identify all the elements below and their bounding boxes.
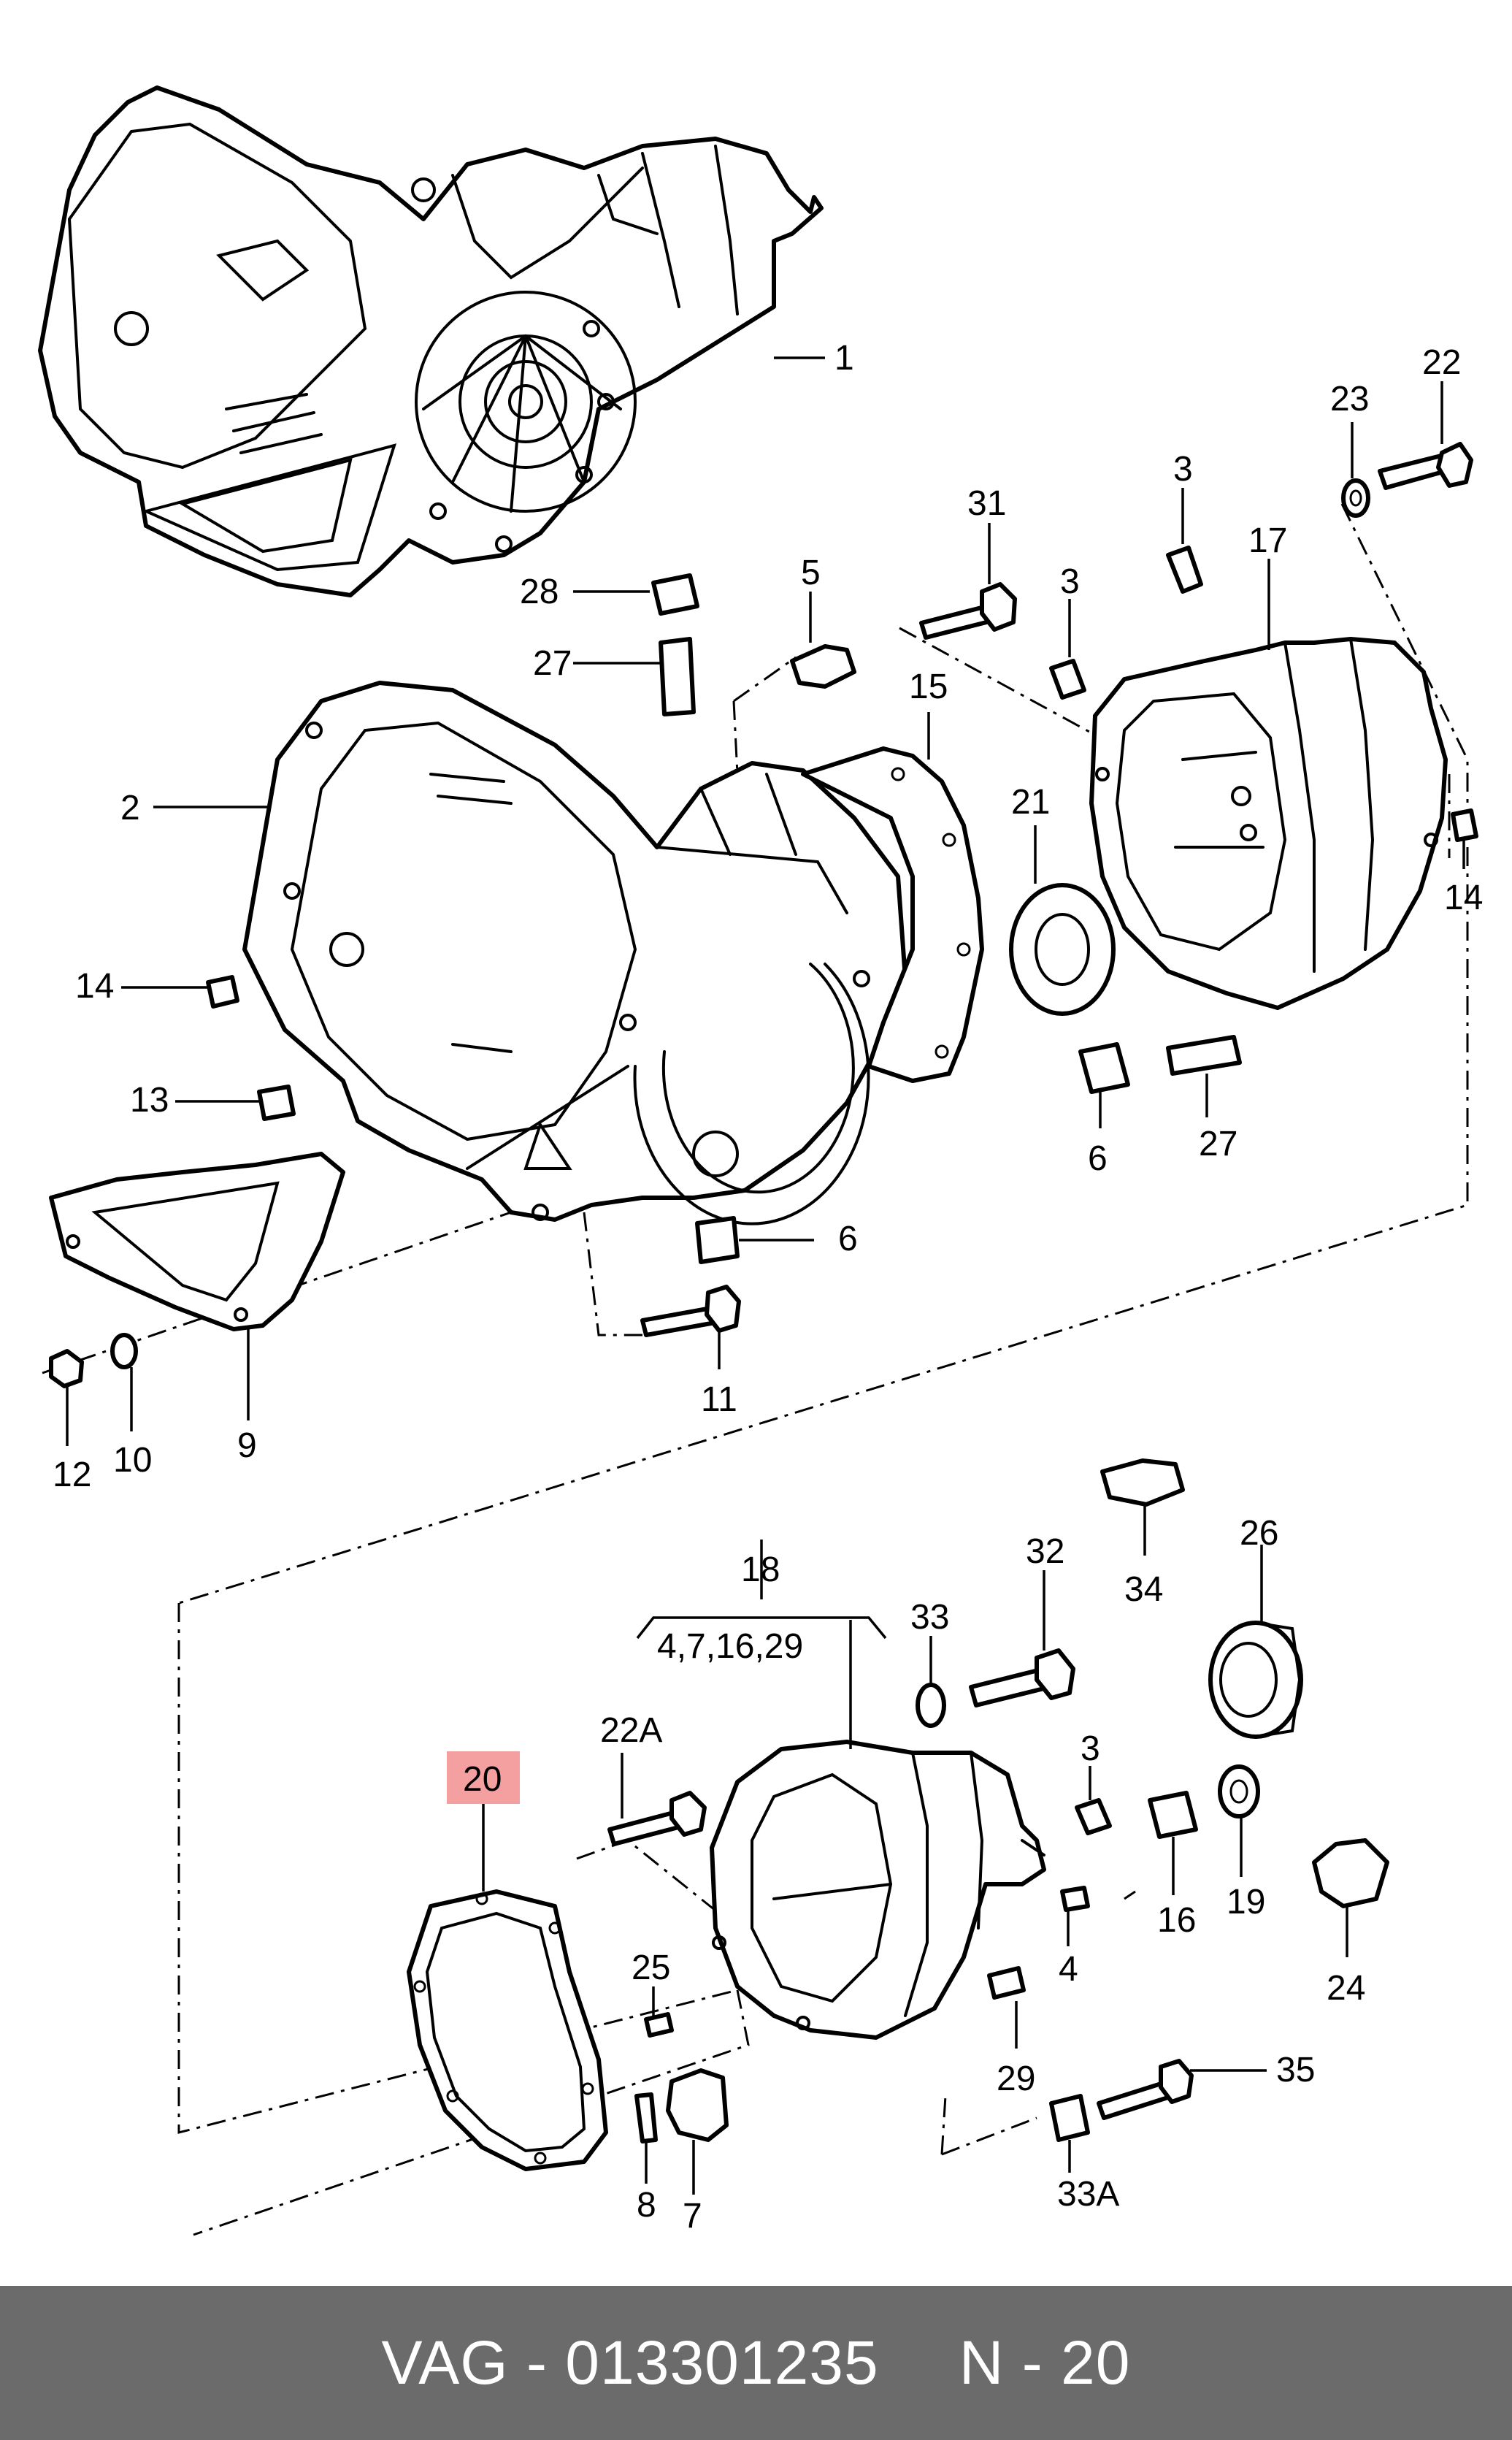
callout-17: 17 bbox=[1248, 521, 1287, 560]
callout-15: 15 bbox=[909, 668, 948, 706]
part-9-cover-plate bbox=[49, 1152, 345, 1331]
callout-14: 14 bbox=[1444, 879, 1483, 917]
callout-6: 6 bbox=[1088, 1139, 1108, 1178]
small-parts bbox=[49, 442, 1478, 2143]
highlight-box-20 bbox=[447, 1751, 520, 1804]
part-2-clutch-housing bbox=[242, 681, 907, 1225]
callout-5: 5 bbox=[801, 554, 821, 592]
callout-19: 19 bbox=[1227, 1883, 1265, 1921]
part-17-gear-housing bbox=[1089, 637, 1448, 1010]
leader-lines bbox=[66, 356, 1465, 2195]
callout-25: 25 bbox=[632, 1948, 670, 1987]
callout-27: 27 bbox=[1199, 1125, 1237, 1163]
callout-10: 10 bbox=[113, 1441, 152, 1480]
callout-1: 1 bbox=[834, 339, 854, 378]
callout-3: 3 bbox=[1173, 450, 1193, 489]
callout-33a: 33A bbox=[1057, 2175, 1119, 2214]
part-26-bearing bbox=[1208, 1621, 1303, 1739]
callout-12: 12 bbox=[53, 1456, 91, 1494]
callout-27: 27 bbox=[533, 644, 572, 683]
exploded-view-diagram: 1 2 3 3 3 4 5 6 6 7 8 9 10 11 12 13 14 1… bbox=[38, 85, 1483, 2236]
part-20-gasket bbox=[407, 1889, 608, 2171]
callout-22: 22 bbox=[1422, 343, 1461, 382]
footer-part-number: VAG - 013301235 bbox=[381, 2328, 879, 2397]
callout-9: 9 bbox=[237, 1426, 257, 1465]
callout-26: 26 bbox=[1240, 1514, 1278, 1553]
callout-21: 21 bbox=[1011, 783, 1050, 822]
callout-28: 28 bbox=[520, 573, 559, 611]
callout-3: 3 bbox=[1060, 562, 1080, 601]
footer-item-ref: N - 20 bbox=[959, 2328, 1131, 2397]
footer-bar: VAG - 013301235 N - 20 bbox=[0, 2286, 1512, 2440]
callout-31: 31 bbox=[967, 484, 1006, 523]
callout-22a: 22A bbox=[600, 1711, 662, 1750]
part-21-seal bbox=[1009, 883, 1116, 1016]
callout-18: 18 bbox=[741, 1550, 780, 1589]
callout-29: 29 bbox=[997, 2060, 1035, 2098]
callout-8: 8 bbox=[637, 2186, 656, 2225]
callout-33: 33 bbox=[910, 1598, 949, 1637]
callout-7: 7 bbox=[683, 2197, 702, 2236]
callout-14: 14 bbox=[75, 967, 114, 1006]
callout-35: 35 bbox=[1276, 2051, 1315, 2089]
callout-3: 3 bbox=[1081, 1729, 1100, 1768]
callout-34: 34 bbox=[1124, 1570, 1163, 1609]
callout-labels: 1 2 3 3 3 4 5 6 6 7 8 9 10 11 12 13 14 1… bbox=[53, 339, 1483, 2236]
part-1-transmission-assembly bbox=[38, 85, 824, 597]
callout-20: 20 bbox=[463, 1760, 502, 1799]
callout-23: 23 bbox=[1330, 380, 1369, 418]
callout-2: 2 bbox=[120, 789, 140, 827]
callout-11: 11 bbox=[701, 1380, 737, 1419]
part-15-gasket bbox=[801, 746, 984, 1083]
callout-32: 32 bbox=[1026, 1532, 1064, 1571]
callout-16: 16 bbox=[1157, 1901, 1196, 1940]
part-18-lower-housing bbox=[710, 1740, 1046, 2040]
callout-24: 24 bbox=[1327, 1969, 1365, 2008]
callout-6: 6 bbox=[838, 1220, 858, 1258]
callout-4: 4 bbox=[1059, 1950, 1078, 1989]
callout-13: 13 bbox=[130, 1081, 169, 1120]
callout-18-includes: 4,7,16,29 bbox=[657, 1627, 803, 1666]
